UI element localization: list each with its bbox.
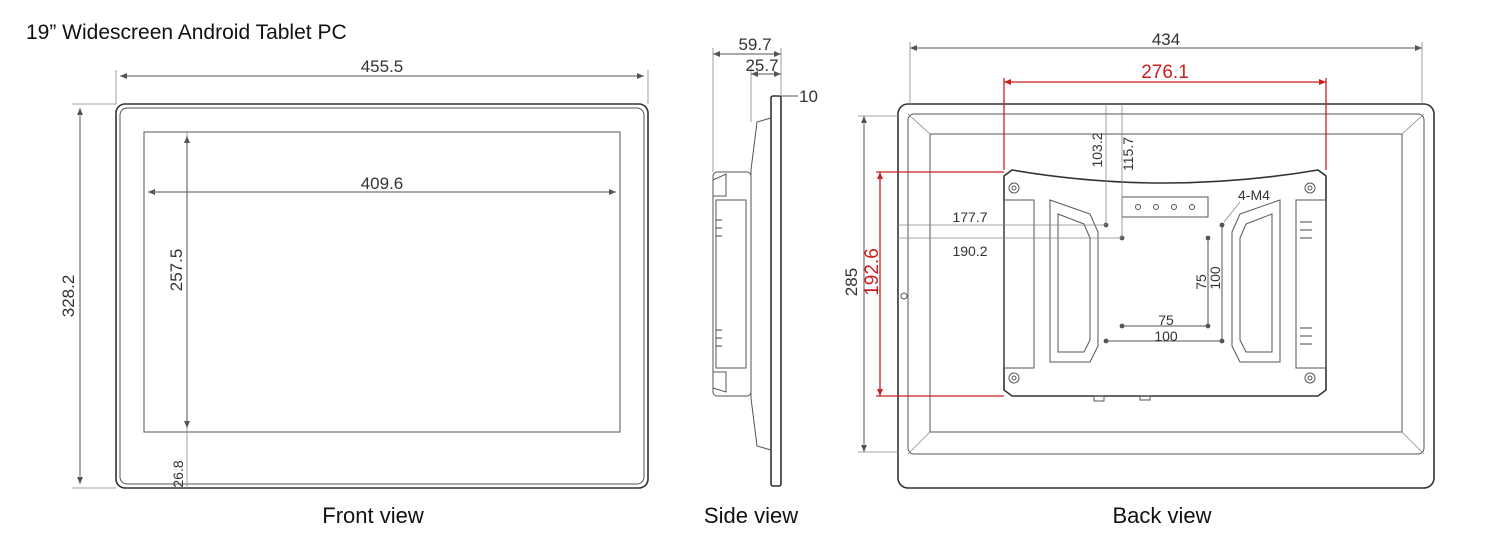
- back-screw-icon: [1304, 372, 1316, 384]
- side-view: 59.7 25.7 10 Side view: [704, 35, 818, 528]
- dim-screen-width: 409.6: [361, 174, 404, 193]
- dim-back-box-height: 192.6: [862, 248, 883, 296]
- side-bracket: [712, 171, 752, 397]
- dim-vesa-small-width: 75: [1158, 312, 1174, 328]
- dim-side-total-depth: 59.7: [738, 35, 771, 54]
- back-outer-frame: [897, 103, 1435, 489]
- dim-back-box-width: 276.1: [1141, 62, 1189, 83]
- back-io-panel: [1121, 196, 1209, 218]
- back-left-handle: [1049, 199, 1099, 363]
- back-side-button: [900, 292, 908, 300]
- dim-vesa-small-height: 75: [1193, 274, 1209, 290]
- front-screen: [143, 131, 621, 433]
- dim-bottom-bezel: 26.8: [170, 460, 186, 487]
- side-view-caption: Side view: [704, 503, 798, 528]
- back-right-heatsink: [1295, 199, 1327, 369]
- side-heatsink: [715, 199, 747, 369]
- back-inner-frame: [907, 113, 1425, 455]
- back-view: 434 285 276.1 192.6 103.2 115.7 177.7 19…: [842, 30, 1435, 528]
- back-view-caption: Back view: [1112, 503, 1211, 528]
- side-body: [750, 117, 772, 451]
- front-inner-frame: [119, 107, 645, 485]
- dim-back-v-offset-2: 115.7: [1120, 137, 1136, 171]
- dim-screen-height: 257.5: [167, 249, 186, 292]
- dim-side-panel-depth: 10: [799, 87, 818, 106]
- drawing-title: 19” Widescreen Android Tablet PC: [26, 21, 347, 44]
- back-bevel: [929, 133, 1403, 433]
- back-left-heatsink: [1003, 199, 1035, 369]
- back-right-handle: [1231, 199, 1281, 363]
- dim-front-overall-height: 328.2: [59, 275, 78, 318]
- back-screw-icon: [1008, 182, 1020, 194]
- dim-back-h-offset-1: 177.7: [952, 209, 987, 225]
- front-view: 455.5 328.2 409.6 257.5 26.8 Front view: [59, 57, 649, 528]
- side-front-panel: [770, 95, 782, 487]
- dim-side-body-depth: 25.7: [745, 56, 778, 75]
- dim-front-overall-width: 455.5: [361, 57, 404, 76]
- screw-spec-label: 4-M4: [1238, 187, 1270, 203]
- dim-back-v-offset-1: 103.2: [1089, 132, 1105, 167]
- dim-vesa-large-width: 100: [1154, 328, 1178, 344]
- dim-vesa-large-height: 100: [1207, 266, 1223, 290]
- back-screw-icon: [1304, 182, 1316, 194]
- front-view-caption: Front view: [322, 503, 424, 528]
- front-outer-frame: [115, 103, 649, 489]
- dim-back-h-offset-2: 190.2: [952, 243, 987, 259]
- dim-back-overall-height: 285: [842, 268, 861, 296]
- dim-back-overall-width: 434: [1152, 30, 1180, 49]
- back-screw-icon: [1008, 372, 1020, 384]
